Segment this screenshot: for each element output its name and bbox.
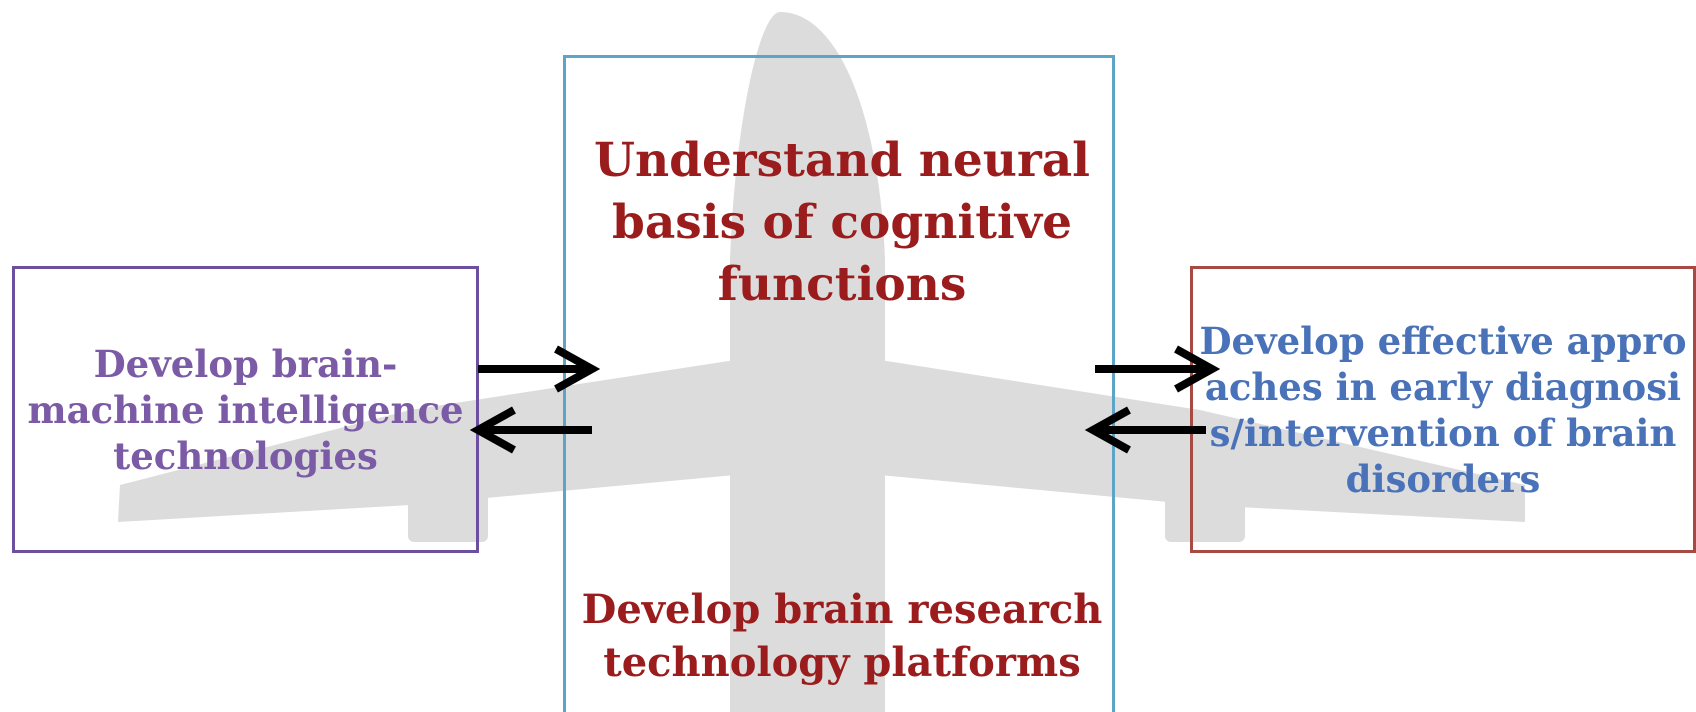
brain-machine-box: Develop brain-machine intelligence techn… (12, 266, 479, 553)
brain-disorders-box: Develop effective approaches in early di… (1190, 266, 1696, 553)
airplane-engine-left (408, 420, 488, 542)
airplane-engine-right (1165, 420, 1245, 542)
center-box: Understand neural basis of cognitive fun… (563, 55, 1115, 712)
arrow-right-icon (1095, 345, 1221, 393)
brain-disorders-text: Develop effective approaches in early di… (1199, 318, 1687, 501)
center-title: Understand neural basis of cognitive fun… (593, 133, 1091, 312)
center-subtitle: Develop brain research technology platfo… (581, 586, 1103, 686)
arrow-right-icon (478, 345, 601, 393)
arrow-left-icon (1084, 406, 1206, 454)
airplane-fuselage (730, 12, 885, 712)
arrow-left-icon (469, 406, 592, 454)
brain-machine-text: Develop brain-machine intelligence techn… (27, 341, 464, 478)
